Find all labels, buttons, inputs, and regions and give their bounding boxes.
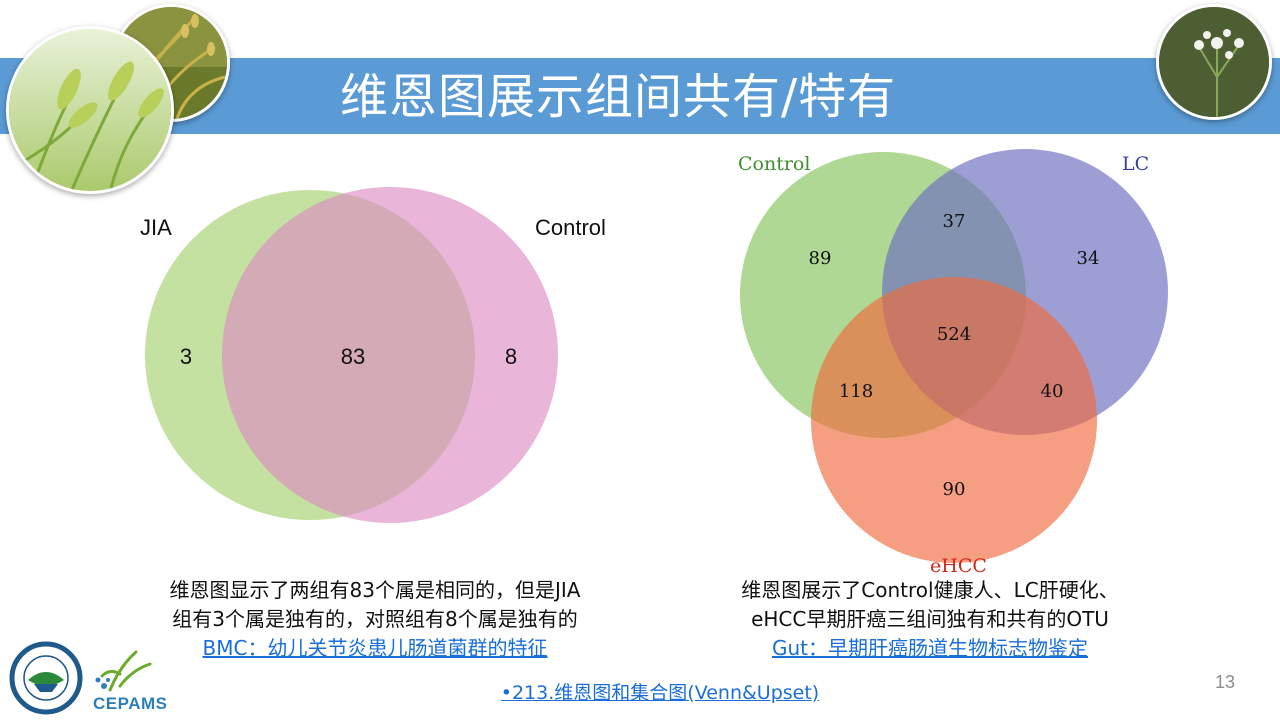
venn-diagram-three-set: Control LC eHCC 89 37 34 524 118 40 90 [738,149,1168,577]
venn-upset-link[interactable]: •213.维恩图和集合图(Venn&Upset) [500,682,820,704]
venn-value-overlap: 83 [341,344,365,369]
caption-left-line1: 维恩图显示了两组有83个属是相同的，但是JIA [169,578,581,602]
institute-seal-logo [9,641,83,715]
venn-label-control: Control [738,153,810,175]
venn-label-jia: JIA [140,215,172,240]
caption-left-line2: 组有3个属是独有的，对照组有8个属是独有的 [172,607,578,631]
slide-title: 维恩图展示组间共有/特有 [340,69,897,125]
flower-photo [1156,4,1272,120]
wheat-photo [6,26,174,194]
bmc-article-link[interactable]: BMC：幼儿关节炎患儿肠道菌群的特征 [202,636,548,660]
venn-label-ehcc: eHCC [930,555,987,577]
gut-article-link[interactable]: Gut：早期肝癌肠道生物标志物鉴定 [771,636,1088,660]
venn-circle-ehcc [811,277,1097,563]
venn-value-control-lc: 37 [943,211,966,232]
venn-label-control: Control [535,215,606,240]
venn-value-all-three: 524 [937,324,971,345]
venn-value-jia-only: 3 [180,344,192,369]
venn-circle-control [222,187,558,523]
caption-right-line1: 维恩图展示了Control健康人、LC肝硬化、 [741,578,1119,602]
venn-value-ehcc-only: 90 [943,479,966,500]
venn-value-control-only: 89 [809,248,832,269]
venn-diagram-two-set: JIA Control 3 83 8 [140,187,606,523]
venn-value-control-only: 8 [505,344,517,369]
page-number: 13 [1214,672,1236,692]
caption-right-line2: eHCC早期肝癌三组间独有和共有的OTU [751,607,1109,631]
venn-value-lc-only: 34 [1077,248,1100,269]
cepams-logo-mark [95,650,152,692]
cepams-logo-text: CEPAMS [93,694,168,713]
venn-value-lc-ehcc: 40 [1041,381,1064,402]
caption-left: 维恩图显示了两组有83个属是相同的，但是JIA 组有3个属是独有的，对照组有8个… [90,576,660,663]
venn-label-lc: LC [1122,153,1149,175]
caption-right: 维恩图展示了Control健康人、LC肝硬化、 eHCC早期肝癌三组间独有和共有… [690,576,1170,663]
venn-value-control-ehcc: 118 [839,381,873,402]
